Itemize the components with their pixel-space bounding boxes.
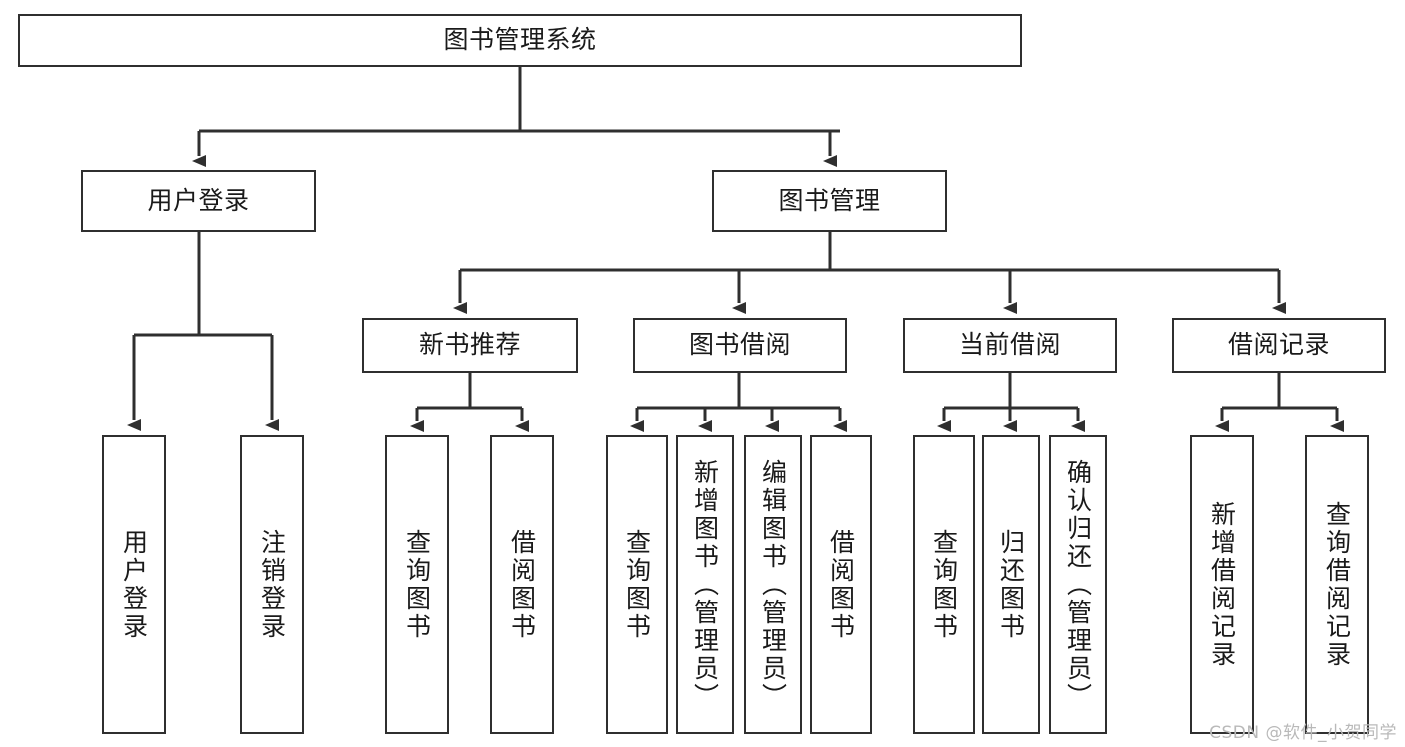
leaf-add-book-admin[interactable]: 新增图书（管理员）: [676, 435, 734, 734]
leaf-query-book-borrow[interactable]: 查询图书: [606, 435, 668, 734]
leaf-user-logout[interactable]: 注销登录: [240, 435, 304, 734]
node-label: 编辑图书（管理员）: [758, 458, 788, 711]
node-current-borrow[interactable]: 当前借阅: [903, 318, 1117, 373]
node-user-login[interactable]: 用户登录: [81, 170, 316, 232]
node-label: 用户登录: [147, 185, 250, 215]
node-label: 当前借阅: [958, 330, 1061, 360]
node-label: 查询借阅记录: [1322, 500, 1352, 669]
leaf-query-book-current[interactable]: 查询图书: [913, 435, 975, 734]
node-label: 借阅记录: [1227, 330, 1330, 360]
node-label: 新书推荐: [418, 330, 521, 360]
leaf-borrow-book-borrow[interactable]: 借阅图书: [810, 435, 872, 734]
leaf-user-login[interactable]: 用户登录: [102, 435, 166, 734]
node-label: 借阅图书: [507, 528, 537, 641]
node-label: 新增图书（管理员）: [690, 458, 720, 711]
node-label: 确认归还（管理员）: [1063, 458, 1093, 711]
node-new-book-recommend[interactable]: 新书推荐: [362, 318, 578, 373]
node-label: 注销登录: [257, 528, 287, 641]
leaf-query-book-new-recommend[interactable]: 查询图书: [385, 435, 449, 734]
csdn-watermark: CSDN @软件_小贺同学: [1209, 723, 1397, 743]
node-label: 用户登录: [119, 528, 149, 641]
node-label: 新增借阅记录: [1207, 500, 1237, 669]
node-label: 借阅图书: [826, 528, 856, 641]
node-label: 图书管理系统: [443, 25, 597, 55]
node-label: 查询图书: [929, 528, 959, 641]
node-label: 查询图书: [622, 528, 652, 641]
leaf-confirm-return-admin[interactable]: 确认归还（管理员）: [1049, 435, 1107, 734]
node-label: 图书管理: [778, 185, 881, 215]
node-borrow-record[interactable]: 借阅记录: [1172, 318, 1386, 373]
leaf-query-borrow-record[interactable]: 查询借阅记录: [1305, 435, 1369, 734]
leaf-edit-book-admin[interactable]: 编辑图书（管理员）: [744, 435, 802, 734]
node-label: 归还图书: [996, 528, 1026, 641]
leaf-add-borrow-record[interactable]: 新增借阅记录: [1190, 435, 1254, 734]
leaf-return-book[interactable]: 归还图书: [982, 435, 1040, 734]
node-book-manage[interactable]: 图书管理: [712, 170, 947, 232]
leaf-borrow-book-new-recommend[interactable]: 借阅图书: [490, 435, 554, 734]
node-label: 图书借阅: [688, 330, 791, 360]
node-root-book-management-system[interactable]: 图书管理系统: [18, 14, 1022, 67]
node-book-borrow[interactable]: 图书借阅: [633, 318, 847, 373]
node-label: 查询图书: [402, 528, 432, 641]
